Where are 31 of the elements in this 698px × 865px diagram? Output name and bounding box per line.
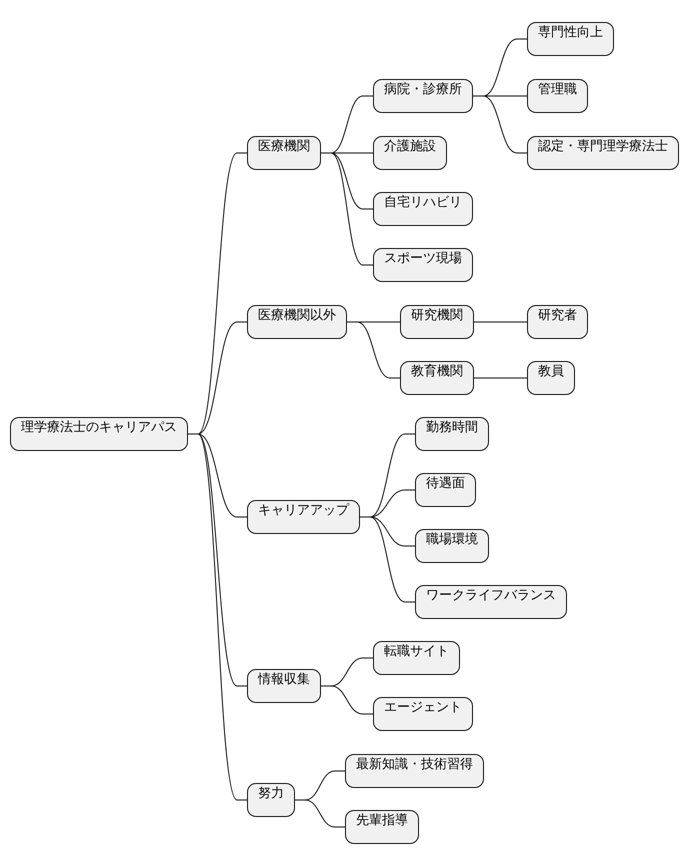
topic-box: スポーツ現場 (373, 248, 473, 282)
topic-box: 努力 (247, 783, 295, 817)
topic-box: 職場環境 (415, 529, 489, 563)
topic-box: キャリアアップ (247, 500, 360, 534)
topic-box: 病院・診療所 (373, 79, 473, 113)
topic-box: 最新知識・技術習得 (345, 754, 484, 788)
topic-box: 専門性向上 (527, 22, 614, 56)
connector-line (360, 516, 416, 602)
connector-line (472, 96, 528, 154)
topic-box: 医療機関 (247, 136, 321, 170)
topic-box: エージェント (373, 697, 473, 731)
topic-box: 教育機関 (400, 361, 474, 395)
topic-box: 研究者 (527, 305, 588, 339)
connector-line (320, 686, 374, 714)
topic-box: 管理職 (527, 79, 588, 113)
topic-box: 先輩指導 (345, 810, 419, 844)
topic-box: 医療機関以外 (247, 305, 347, 339)
topic-box: 教員 (527, 361, 575, 395)
topic-box: 待遇面 (415, 473, 476, 507)
topic-box: ワークライフバランス (415, 585, 567, 619)
topic-box: 介護施設 (373, 136, 447, 170)
connector-line (346, 322, 400, 378)
topic-box: 自宅リハビリ (373, 192, 473, 226)
topic-box: 理学療法士のキャリアパス (10, 417, 188, 451)
connector-line (294, 800, 346, 828)
connector-line (320, 152, 374, 266)
topic-box: 勤務時間 (415, 417, 489, 451)
topic-box: 転職サイト (373, 641, 460, 675)
topic-box: 認定・専門理学療法士 (527, 136, 679, 170)
topic-box: 情報収集 (247, 669, 321, 703)
topic-box: 研究機関 (400, 305, 474, 339)
